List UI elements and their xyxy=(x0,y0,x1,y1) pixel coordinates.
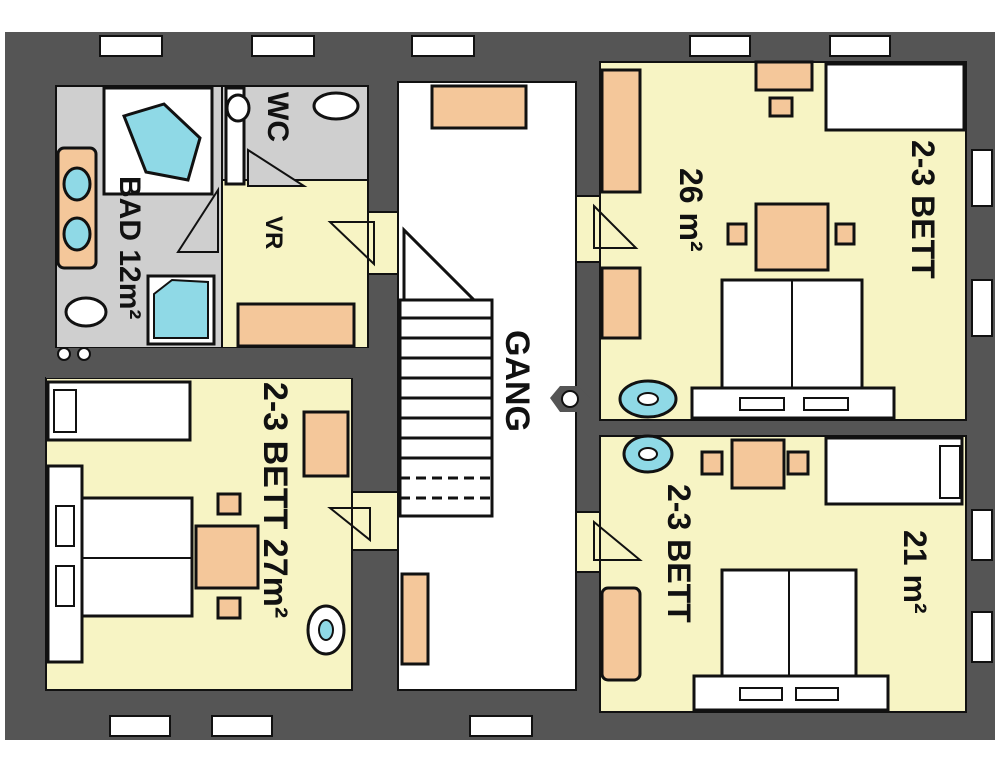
wc-sink xyxy=(225,93,251,123)
bed-base-top-right xyxy=(690,386,896,420)
bed-head-bottom-left xyxy=(46,464,84,664)
column-hole xyxy=(561,390,579,408)
label-room-bottom-left: 2-3 BETT 27m² xyxy=(256,382,294,618)
label-room-top-right-area: 26 m² xyxy=(673,168,709,252)
window-top-4 xyxy=(689,35,751,57)
label-room-top-right-beds: 2-3 BETT xyxy=(905,140,941,279)
door-room-top-right-swing xyxy=(593,203,639,249)
bad-fixtures xyxy=(56,86,216,361)
bathtub-basin xyxy=(122,102,202,182)
label-bad: BAD 12m² xyxy=(113,176,146,319)
chair-top-right-right xyxy=(834,222,856,246)
wardrobe-top-right-2 xyxy=(600,266,642,340)
gang-cabinet-top xyxy=(430,84,528,130)
chair-desk-top-right xyxy=(768,96,794,118)
door-room-bottom-right xyxy=(575,511,601,573)
window-top-1 xyxy=(99,35,163,57)
doors xyxy=(176,148,643,573)
bed-base-bottom-right xyxy=(692,674,890,712)
window-right-2 xyxy=(971,279,993,337)
room-bottom-left-furniture xyxy=(46,380,350,664)
window-top-3 xyxy=(411,35,475,57)
bidet xyxy=(64,296,108,328)
window-bottom-2 xyxy=(211,715,273,737)
window-top-2 xyxy=(251,35,315,57)
drain-1 xyxy=(57,347,71,361)
door-wc-swing xyxy=(247,148,308,187)
label-room-bottom-right-area: 21 m² xyxy=(897,530,933,614)
window-right-4 xyxy=(971,611,993,663)
label-room-bottom-right-beds: 2-3 BETT xyxy=(661,484,697,623)
window-right-3 xyxy=(971,509,993,561)
window-top-5 xyxy=(829,35,891,57)
label-vr: VR xyxy=(260,216,287,249)
sink-1 xyxy=(62,166,92,202)
drain-2 xyxy=(77,347,91,361)
table-bottom-right xyxy=(730,438,786,490)
wc-fixtures xyxy=(224,86,360,186)
table-bottom-left xyxy=(194,524,260,590)
door-bad-swing xyxy=(176,186,219,253)
stair-steps xyxy=(400,316,492,500)
door-room-bottom-right-swing xyxy=(593,519,643,561)
wc-toilet xyxy=(312,91,360,121)
door-room-top-right xyxy=(575,195,601,263)
shower-tray xyxy=(153,278,209,339)
chair-bottom-right-right xyxy=(786,450,810,476)
door-room-bottom-left xyxy=(351,491,399,551)
door-room-bottom-left-swing xyxy=(327,507,371,543)
single-bed-top-right xyxy=(824,62,966,132)
room-top-right-furniture xyxy=(600,60,966,420)
chair-top-right-left xyxy=(726,222,748,246)
label-wc: WC xyxy=(261,92,294,142)
wardrobe-bottom-left xyxy=(302,410,350,478)
wardrobe-top-right-1 xyxy=(600,68,642,194)
label-gang: GANG xyxy=(498,330,536,432)
stairs-outline xyxy=(398,298,494,518)
chair-bottom-right-left xyxy=(700,450,724,476)
window-bottom-1 xyxy=(109,715,171,737)
chair-bottom-left-bottom xyxy=(216,596,242,620)
room-bottom-right-furniture xyxy=(600,434,964,712)
gang-cabinet-bottom xyxy=(400,572,430,666)
sink-2 xyxy=(62,216,92,252)
windows xyxy=(99,35,993,737)
window-bottom-3 xyxy=(469,715,533,737)
wardrobe-bottom-right xyxy=(600,586,642,682)
desk-top-right xyxy=(754,60,814,92)
chair-bottom-left-top xyxy=(216,492,242,516)
door-vr-swing xyxy=(327,221,375,267)
staircase xyxy=(398,226,494,518)
window-right-1 xyxy=(971,149,993,207)
table-top-right xyxy=(754,202,830,272)
wall-horizontal-left xyxy=(46,348,370,378)
stairs-arrow xyxy=(402,226,478,302)
vr-cabinet xyxy=(236,302,356,348)
